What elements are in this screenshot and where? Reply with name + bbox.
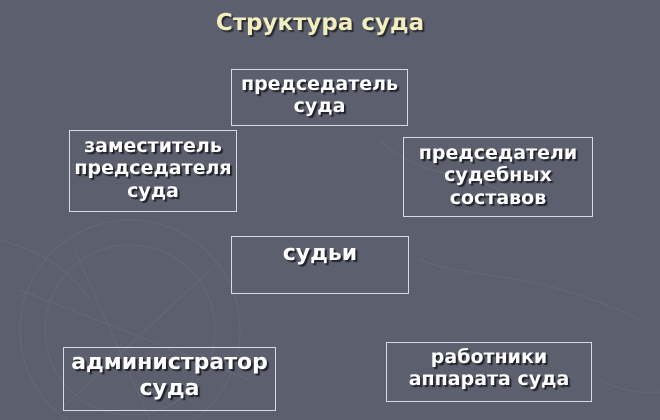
box-deputy-chairman: заместитель председателя суда — [69, 130, 237, 212]
box-line: суда — [293, 95, 346, 118]
box-line: председатель — [240, 73, 399, 95]
box-line: председателя — [74, 157, 232, 180]
box-line: судебных — [444, 164, 552, 187]
box-line: председатели — [418, 142, 578, 164]
box-line: администратор — [71, 350, 268, 375]
box-court-chairman: председатель суда — [231, 69, 408, 126]
slide-title: Структура суда — [215, 10, 425, 36]
box-panel-chairs: председатели судебных составов — [403, 137, 593, 217]
box-line: составов — [449, 186, 547, 209]
box-line: суда — [127, 179, 179, 202]
box-line: судьи — [282, 241, 358, 266]
box-line: работники — [430, 346, 548, 368]
box-line: заместитель — [84, 135, 222, 157]
box-court-administrator: администратор суда — [63, 347, 276, 411]
box-judges: судьи — [231, 236, 409, 294]
box-line: аппарата суда — [408, 368, 570, 391]
box-line: суда — [139, 375, 200, 401]
box-court-staff: работники аппарата суда — [386, 342, 592, 402]
